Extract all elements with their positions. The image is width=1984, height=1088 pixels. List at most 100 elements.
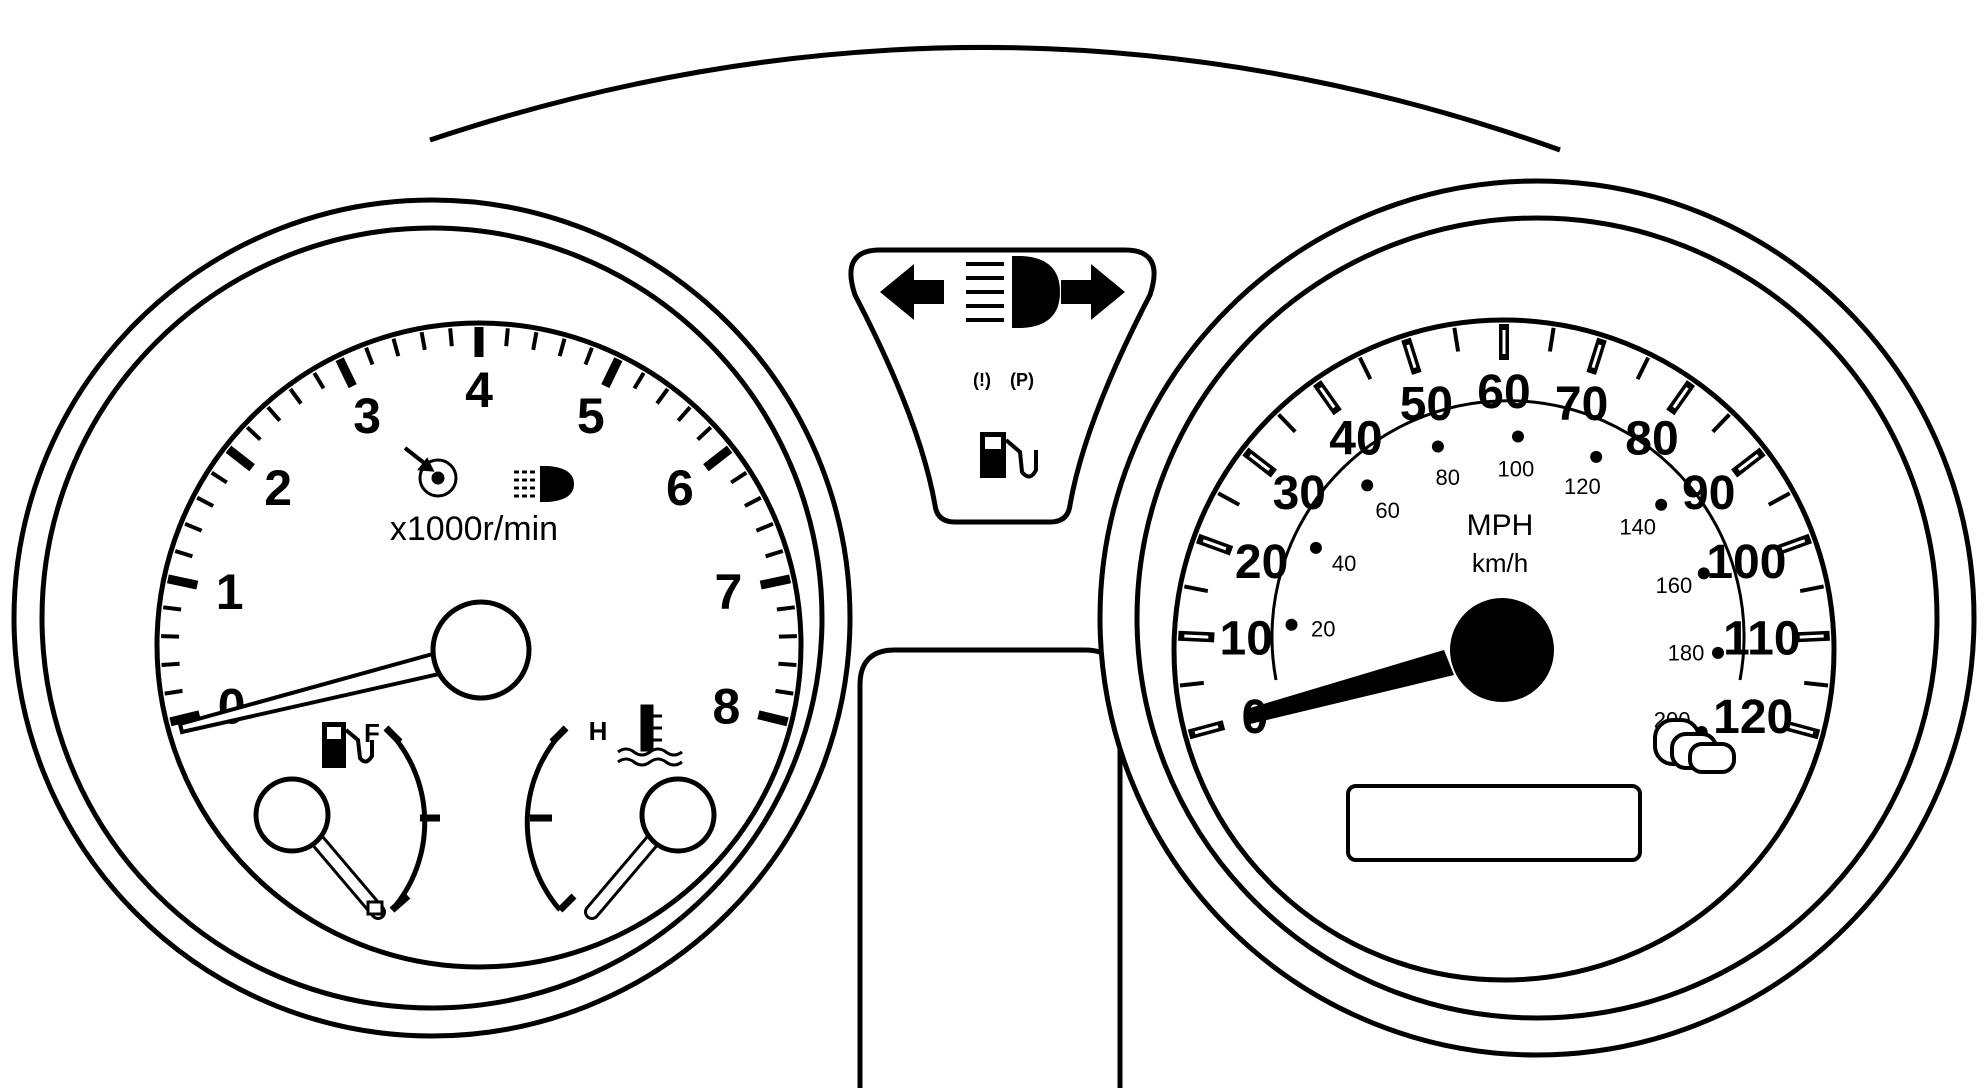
mph-numbers: 0102030405060708090100110120	[1220, 366, 1801, 744]
tachometer-minor-tick	[161, 634, 180, 639]
tachometer-minor-tick	[164, 688, 183, 696]
trip-reset-knob	[1653, 718, 1736, 774]
mph-minor-tick	[1183, 584, 1209, 594]
mph-number: 90	[1682, 467, 1735, 520]
kmh-number: 80	[1436, 465, 1460, 490]
tachometer-number: 3	[353, 388, 381, 444]
tachometer-minor-tick	[288, 387, 303, 405]
kmh-number: 20	[1311, 617, 1335, 642]
mph-ticks	[1178, 324, 1830, 740]
mph-minor-tick	[1803, 680, 1829, 688]
headlight-high-beam-icon	[966, 256, 1060, 328]
mph-minor-tick	[1217, 491, 1241, 507]
kmh-unit-label: km/h	[1472, 548, 1528, 578]
tachometer-minor-tick	[245, 425, 262, 442]
tachometer-number: 5	[577, 388, 605, 444]
temperature-gauge: H	[524, 704, 717, 920]
tachometer-minor-tick	[583, 346, 594, 366]
tachometer-minor-tick	[765, 549, 784, 559]
mph-tick-highlight	[1406, 344, 1417, 369]
tachometer-ticks	[161, 327, 797, 727]
kmh-dot	[1309, 541, 1322, 554]
fuel-gauge-hub	[253, 776, 331, 854]
center-bridge	[857, 647, 1123, 1088]
tachometer-major-tick	[601, 357, 623, 389]
mph-number: 120	[1713, 691, 1793, 744]
fuel-empty-marker	[366, 900, 384, 916]
tachometer-number: 2	[264, 460, 292, 516]
tachometer-minor-tick	[743, 495, 762, 508]
tachometer-minor-tick	[755, 521, 774, 533]
temperature-hot-label: H	[589, 716, 608, 746]
mph-minor-tick	[1547, 327, 1556, 352]
tachometer-minor-tick	[778, 634, 797, 639]
tachometer-minor-tick	[776, 605, 796, 612]
kmh-inner-scale	[1270, 399, 1746, 681]
tachometer-minor-tick	[775, 688, 794, 696]
mph-tick-highlight	[1194, 725, 1219, 735]
mph-number: 10	[1220, 613, 1273, 666]
mph-number: 30	[1273, 467, 1326, 520]
mph-unit-label: MPH	[1467, 509, 1534, 542]
tachometer-number: 1	[216, 564, 244, 620]
mph-minor-tick	[1799, 584, 1825, 594]
kmh-number: 160	[1656, 573, 1693, 598]
kmh-number: 140	[1619, 515, 1656, 540]
mph-number: 70	[1555, 378, 1608, 431]
tachometer-major-tick	[703, 445, 733, 472]
mph-tick-highlight	[1737, 454, 1759, 471]
tachometer-number: 7	[714, 564, 742, 620]
speedometer-hub	[1450, 598, 1554, 702]
mph-tick-highlight	[1591, 344, 1602, 369]
coolant-temperature-icon	[617, 704, 683, 767]
check-engine-icon	[403, 446, 458, 498]
odometer-display	[1346, 784, 1642, 862]
mph-minor-tick	[1711, 413, 1731, 434]
tachometer-minor-tick	[364, 346, 375, 366]
tachometer-major-tick	[757, 710, 789, 727]
tachometer-number: 8	[712, 679, 740, 735]
mph-minor-tick	[1767, 491, 1791, 507]
kmh-number: 180	[1668, 641, 1705, 666]
tachometer-minor-tick	[531, 331, 539, 351]
tachometer-minor-tick	[632, 371, 646, 390]
mph-minor-tick	[1358, 356, 1373, 380]
tachometer-minor-tick	[161, 661, 180, 667]
mph-number: 100	[1706, 536, 1786, 589]
tachometer-minor-tick	[696, 425, 713, 442]
brake-warning-icon: (!)	[973, 370, 991, 390]
mph-number: 40	[1329, 413, 1382, 466]
fuel-pump-icon	[980, 432, 1038, 479]
kmh-number: 40	[1332, 551, 1356, 576]
housing-top-arc	[429, 44, 1561, 153]
mph-tick-highlight	[1781, 539, 1806, 551]
mph-number: 20	[1235, 536, 1288, 589]
kmh-dot	[1512, 430, 1524, 443]
temperature-gauge-scale	[524, 726, 568, 912]
right-turn-arrow-icon	[1061, 264, 1125, 320]
mph-tick-highlight	[1202, 539, 1227, 551]
kmh-dot	[1697, 567, 1710, 580]
tachometer-major-tick	[166, 574, 199, 590]
tachometer-minor-tick	[655, 387, 670, 405]
indicator-pod-outline	[848, 247, 1157, 525]
tachometer-minor-tick	[162, 605, 182, 612]
temperature-gauge-hub	[639, 776, 717, 854]
tachometer-number: 6	[666, 460, 694, 516]
mph-minor-tick	[1179, 680, 1205, 688]
indicator-pod: (!) (P)	[848, 247, 1157, 525]
kmh-dot	[1590, 450, 1603, 463]
tachometer-minor-tick	[174, 549, 193, 559]
kmh-dot	[1712, 646, 1724, 659]
kmh-dot	[1285, 618, 1298, 631]
tachometer-minor-tick	[419, 331, 427, 351]
mph-minor-tick	[1452, 327, 1461, 352]
kmh-dot	[1361, 479, 1374, 492]
mph-tick-highlight	[1672, 387, 1689, 409]
fuel-gauge-pump-icon	[322, 722, 374, 768]
mph-minor-tick	[1635, 356, 1650, 380]
tachometer-minor-tick	[676, 405, 692, 423]
tachometer-minor-tick	[448, 328, 454, 347]
